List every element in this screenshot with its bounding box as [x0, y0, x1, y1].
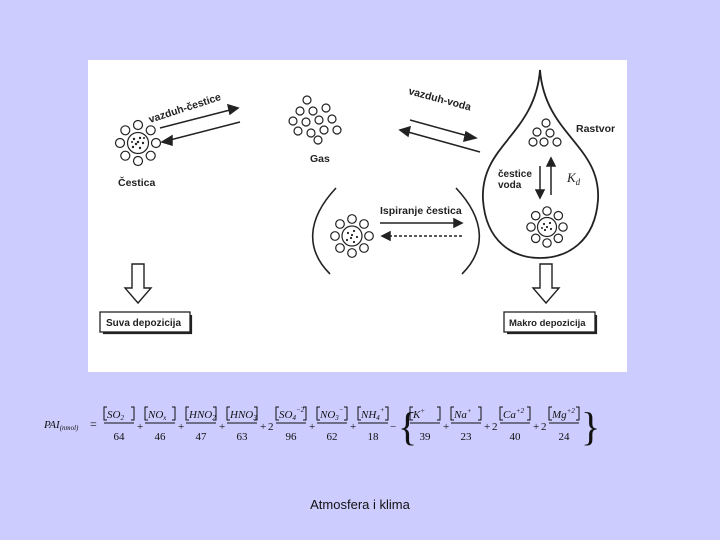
terms-numerator: NO3− — [319, 406, 344, 422]
bracket_terms-denominator: 23 — [461, 431, 473, 443]
terms-denominator: 62 — [327, 431, 338, 443]
label-solution: Rastvor — [576, 123, 615, 135]
term-coefficient: 2 — [541, 421, 547, 433]
term-coefficient: 2 — [268, 421, 274, 433]
minus-sign: − — [390, 421, 396, 433]
particle-cluster-droplet — [527, 207, 567, 247]
plus-sign: + — [260, 421, 266, 433]
label-scavenging: Ispiranje čestica — [380, 205, 462, 217]
terms-denominator: 96 — [286, 431, 298, 443]
arrows-air-water — [400, 120, 480, 152]
plus-sign: + — [219, 421, 225, 433]
wet-deposition-box: Makro depozicija — [504, 312, 597, 334]
terms-num-bracket-close — [131, 407, 134, 420]
terms-denominator: 63 — [237, 431, 249, 443]
label-particles-water-1: čestice — [498, 169, 532, 180]
brace-close: } — [581, 404, 600, 449]
terms-numerator: SO2 — [107, 409, 124, 422]
terms-numerator: HNO2 — [188, 409, 216, 422]
terms-num-bracket-close — [385, 407, 388, 420]
bracket_terms-denominator: 39 — [420, 431, 432, 443]
label-particles-water-2: voda — [498, 180, 522, 191]
wet-deposition-arrow — [533, 264, 559, 303]
terms-num-bracket-close — [172, 407, 175, 420]
bracket_terms-num-bracket-close — [478, 407, 481, 420]
bracket-right — [456, 188, 479, 274]
label-gas: Gas — [310, 153, 330, 165]
terms-numerator: SO4−2 — [279, 406, 305, 422]
label-air-particle: vazduh-čestice — [147, 91, 222, 126]
label-wet-deposition: Makro depozicija — [509, 318, 586, 329]
gas-molecules — [289, 96, 341, 144]
terms-denominator: 46 — [155, 431, 167, 443]
terms-denominator: 47 — [196, 431, 208, 443]
dry-deposition-arrow — [125, 264, 151, 303]
bracket_terms-denominator: 24 — [559, 431, 571, 443]
term-coefficient: 2 — [492, 421, 498, 433]
bracket_terms-numerator: Ca+2 — [503, 407, 525, 421]
terms-numerator: NH4+ — [360, 406, 385, 422]
plus-sign: + — [443, 421, 449, 433]
dry-deposition-box: Suva depozicija — [100, 312, 192, 334]
footer-caption: Atmosfera i klima — [0, 497, 720, 512]
plus-sign: + — [137, 421, 143, 433]
formula-lhs: PAI(nmol) — [44, 419, 79, 432]
plus-sign: + — [178, 421, 184, 433]
plus-sign: + — [533, 421, 539, 433]
terms-numerator: NOx — [147, 409, 167, 422]
diagram-panel: Čestica vazduh-čestice Gas vazduh-voda — [88, 60, 627, 372]
pai-equation: PAI(nmol)=SO264+NOx46+HNO247+HNO363+2SO4… — [44, 402, 664, 452]
bracket_terms-numerator: Mg+2 — [551, 407, 575, 421]
terms-num-bracket-close — [344, 407, 347, 420]
arrows-scavenging — [380, 219, 462, 240]
particle-cluster-left — [116, 121, 161, 166]
plus-sign: + — [309, 421, 315, 433]
bracket_terms-denominator: 40 — [510, 431, 522, 443]
plus-sign: + — [484, 421, 490, 433]
deposition-diagram: Čestica vazduh-čestice Gas vazduh-voda — [88, 60, 627, 372]
label-particle: Čestica — [118, 176, 156, 189]
label-dry-deposition: Suva depozicija — [106, 318, 181, 329]
particle-cluster-scavenging — [331, 215, 374, 258]
bracket_terms-num-bracket-close — [527, 407, 530, 420]
label-air-water: vazduh-voda — [407, 85, 472, 113]
bracket_terms-num-bracket-close — [576, 407, 579, 420]
terms-denominator: 18 — [368, 431, 380, 443]
bracket-left — [313, 188, 336, 274]
bracket_terms-numerator: Na+ — [453, 407, 472, 421]
terms-numerator: HNO3 — [229, 409, 257, 422]
bracket_terms-num-bracket-close — [437, 407, 440, 420]
plus-sign: + — [350, 421, 356, 433]
bracket_terms-numerator: K+ — [412, 407, 425, 421]
terms-denominator: 64 — [114, 431, 126, 443]
formula-equals: = — [90, 417, 97, 431]
